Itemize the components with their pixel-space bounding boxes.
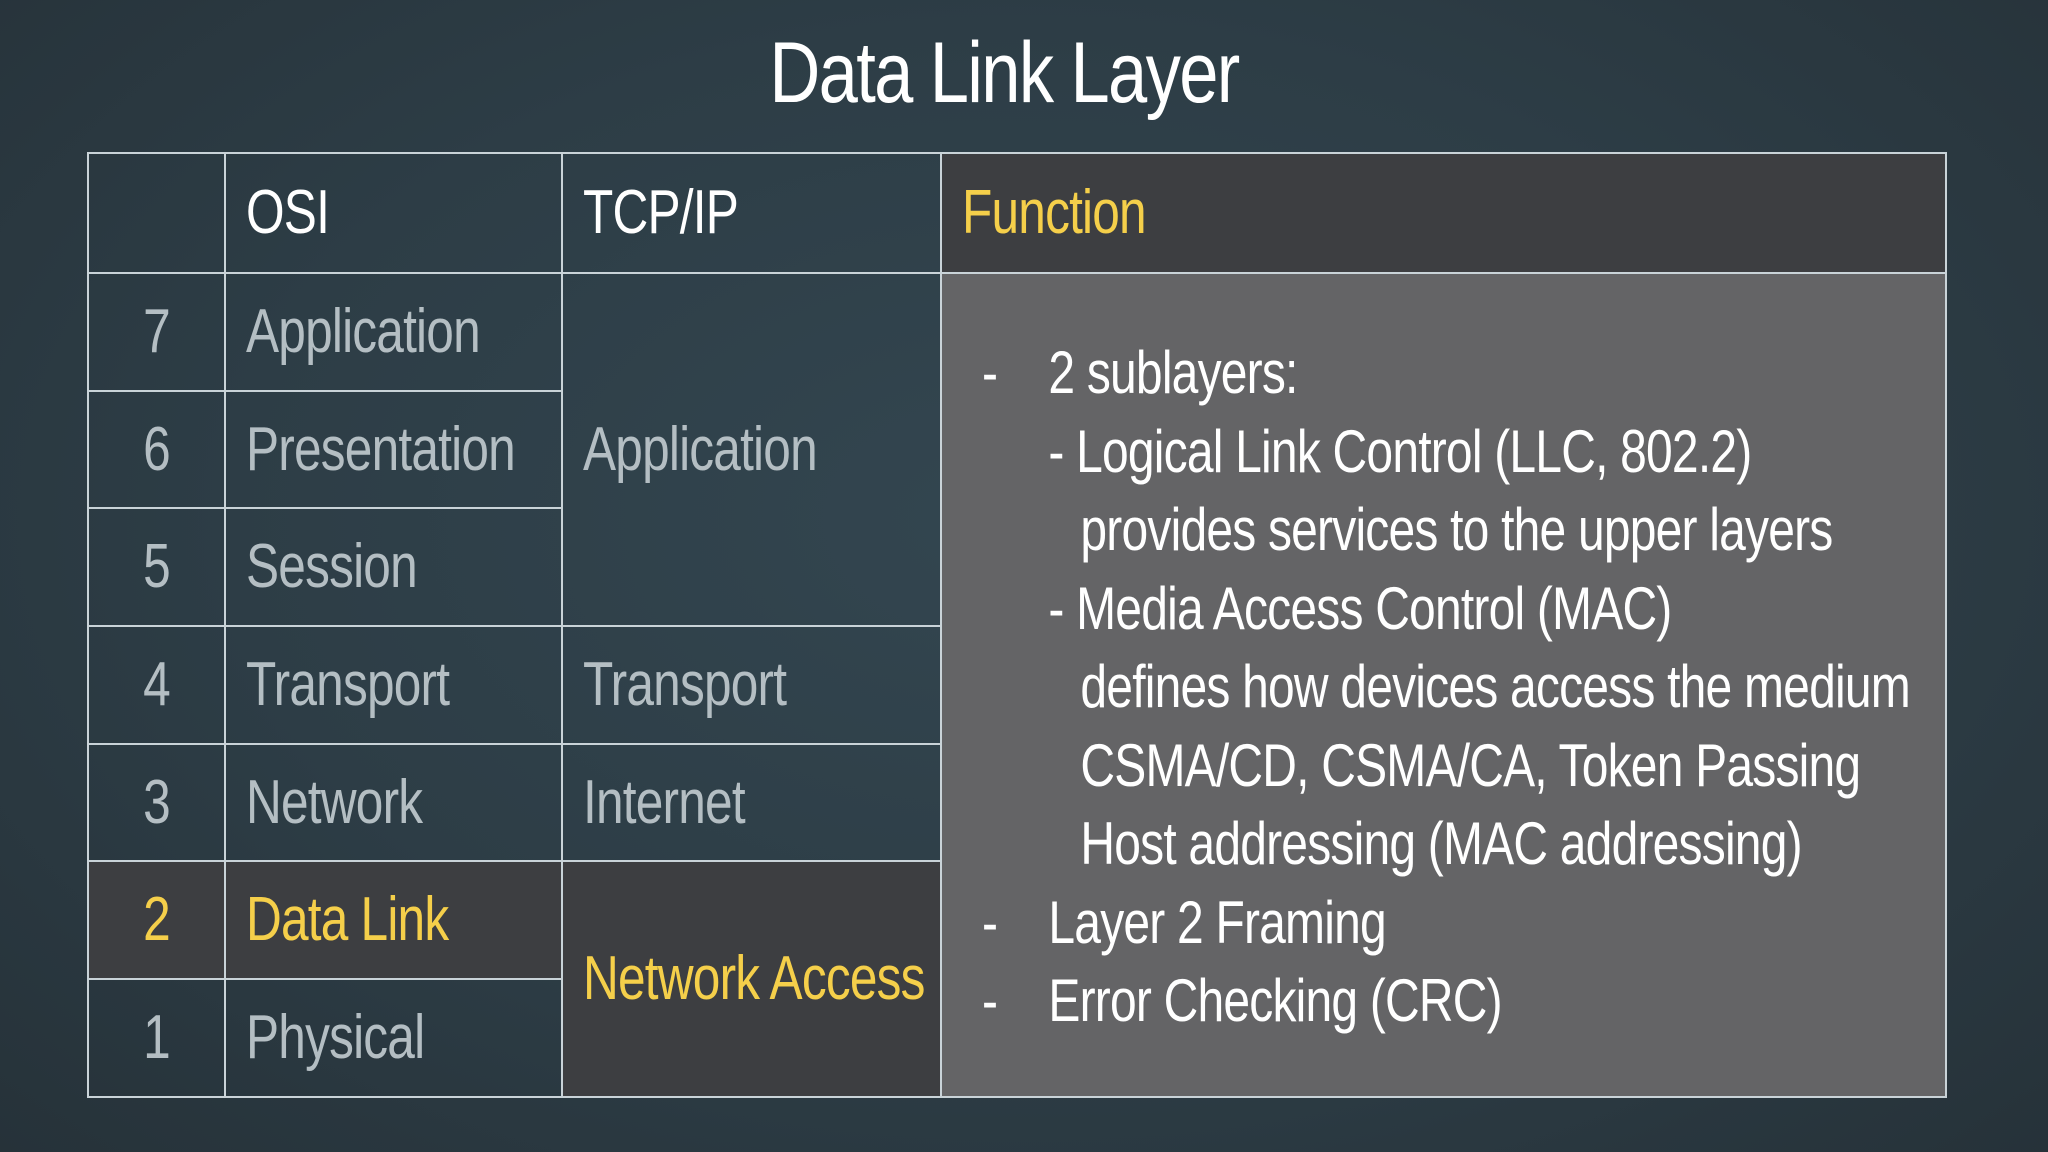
table-row: 5 Session — [86, 507, 1946, 628]
header-function-cell: Function — [939, 152, 1948, 274]
layer-number: 3 — [143, 767, 171, 837]
function-item: defines how devices access the medium — [1080, 653, 1910, 720]
osi-layer-cell: Data Link — [224, 860, 563, 981]
header-num-cell — [86, 152, 227, 274]
tcpip-layer-name: Transport — [582, 649, 787, 719]
layer-number: 4 — [143, 649, 171, 719]
header-osi-cell: OSI — [224, 152, 563, 274]
table-row: 7 Application Application -2 sublayers: … — [86, 271, 1948, 1098]
function-item: -Layer 2 Framing — [981, 884, 1944, 963]
function-item: -Error Checking (CRC) — [981, 962, 1944, 1041]
function-list: -2 sublayers: - Logical Link Control (LL… — [943, 275, 1944, 1041]
table-header-row: OSI TCP/IP Function — [86, 152, 1948, 274]
osi-layer-cell: Session — [224, 507, 563, 628]
tcpip-internet-cell: Internet — [560, 742, 942, 863]
function-item: Host addressing (MAC addressing) — [1080, 810, 1802, 877]
osi-layer-cell: Physical — [224, 978, 563, 1098]
layer-number: 5 — [143, 532, 171, 602]
osi-layer-cell: Transport — [224, 625, 563, 745]
tcpip-layer-name: Internet — [582, 767, 746, 837]
bullet-dash: - — [981, 339, 998, 406]
table-row: 1 Physical — [86, 978, 1946, 1098]
layer-number: 2 — [143, 885, 171, 955]
layer-number: 6 — [143, 414, 171, 484]
osi-layer-name: Application — [246, 296, 481, 366]
bullet-dash: - — [981, 967, 998, 1034]
layer-number-cell: 3 — [86, 742, 227, 863]
table-row: 6 Presentation — [86, 389, 1946, 510]
osi-layer-name: Presentation — [246, 414, 516, 484]
osi-layer-cell: Presentation — [224, 389, 563, 510]
layer-number-cell: 6 — [86, 389, 227, 510]
function-item: - Media Access Control (MAC) — [1048, 574, 1672, 642]
function-cell: -2 sublayers: - Logical Link Control (LL… — [939, 272, 1948, 1098]
osi-tcpip-table: OSI TCP/IP Function 7 Application Applic… — [86, 152, 1948, 1098]
osi-layer-name: Data Link — [246, 885, 449, 955]
layer-number-cell: 2 — [86, 860, 227, 981]
osi-layer-cell: Application — [224, 272, 563, 392]
tcpip-transport-cell: Transport — [560, 625, 942, 745]
function-item: provides services to the upper layers — [1080, 496, 1833, 563]
layer-number-cell: 1 — [86, 978, 227, 1098]
tcpip-layer-name: Network Access — [582, 944, 925, 1014]
header-tcpip-cell: TCP/IP — [560, 152, 942, 274]
function-item: -2 sublayers: — [981, 334, 1944, 413]
header-tcpip: TCP/IP — [582, 178, 739, 247]
table-row: 3 Network Internet — [86, 742, 1946, 863]
osi-layer-name: Transport — [246, 649, 450, 719]
table-row-highlighted: 2 Data Link Network Access — [86, 860, 1946, 1098]
tcpip-network-access-cell: Network Access — [560, 860, 942, 1098]
function-item: CSMA/CD, CSMA/CA, Token Passing — [1080, 731, 1861, 799]
bullet-dash: - — [981, 888, 998, 956]
header-osi: OSI — [246, 178, 330, 247]
function-item: - Logical Link Control (LLC, 802.2) — [1048, 417, 1752, 485]
osi-layer-name: Physical — [246, 1002, 425, 1072]
layer-number: 7 — [143, 296, 171, 366]
osi-layer-name: Network — [246, 767, 423, 837]
osi-layer-name: Session — [246, 532, 418, 602]
slide-title: Data Link Layer — [769, 25, 1240, 121]
tcpip-application-cell: Application — [560, 271, 942, 628]
header-function: Function — [961, 178, 1147, 247]
layer-number-cell: 5 — [86, 507, 227, 628]
layer-number: 1 — [143, 1002, 171, 1072]
layer-number-cell: 4 — [86, 625, 227, 745]
layer-number-cell: 7 — [86, 272, 227, 392]
tcpip-layer-name: Application — [582, 414, 818, 484]
table-row: 4 Transport Transport — [86, 625, 1946, 745]
osi-layer-cell: Network — [224, 742, 563, 863]
